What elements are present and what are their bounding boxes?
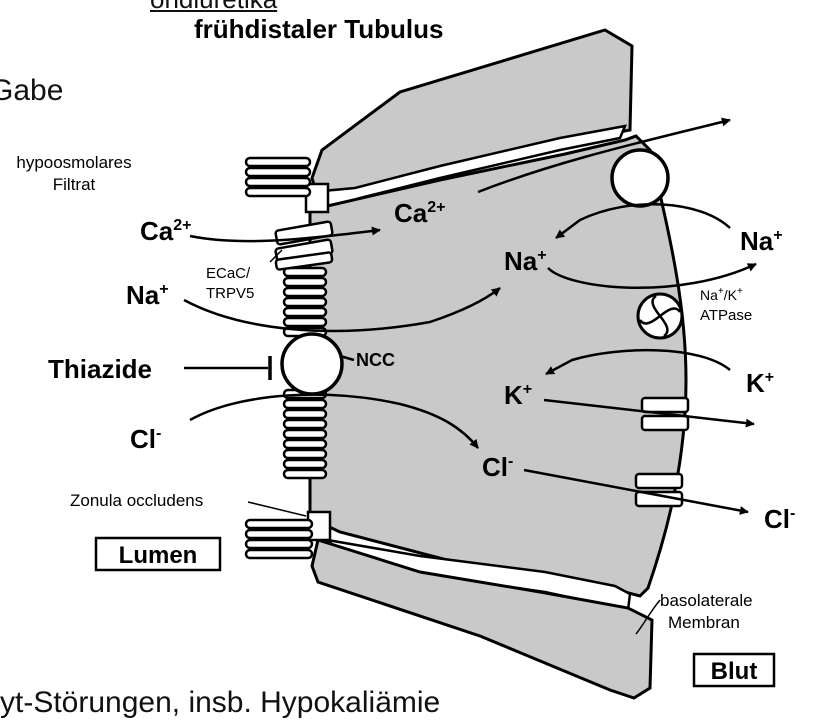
zonula-occludens-label: Zonula occludens xyxy=(70,491,203,510)
cl-channel xyxy=(634,472,684,508)
microvilli-upper xyxy=(244,156,312,198)
na-k-atpase xyxy=(636,292,684,340)
diagram-title: frühdistaler Tubulus xyxy=(194,14,443,44)
basolateral-leader-line xyxy=(635,599,661,635)
arrow-cl-cell-to-blood xyxy=(523,468,749,515)
ecac-leader-line xyxy=(269,249,283,263)
background-heading-fragment: ondiuretika xyxy=(150,0,277,15)
ncc-transporter xyxy=(280,332,344,396)
thiazide-label: Thiazide xyxy=(48,354,152,384)
ion-cl-cell: Cl- xyxy=(482,452,513,482)
zonula-upper-box xyxy=(304,182,330,214)
ecac-trpv5-channel xyxy=(274,220,334,271)
ion-na-blood: Na+ xyxy=(740,226,783,256)
arrow-na-cell-to-blood xyxy=(547,262,757,289)
k-channel xyxy=(640,396,690,432)
lower-neighbor-cell xyxy=(310,538,654,700)
basolateral-label-line1: basolaterale xyxy=(660,591,753,610)
ecac-label-line2: TRPV5 xyxy=(206,285,254,302)
filtrate-label-line2: Filtrat xyxy=(53,175,96,194)
ncc-leader-line xyxy=(339,354,355,362)
atpase-label-line2: ATPase xyxy=(700,307,752,324)
ion-ca-lumen: Ca2+ xyxy=(140,216,192,246)
background-bottom-fragment: yt-Störungen, insb. Hypokaliämie xyxy=(0,686,441,719)
arrow-na-lumen-to-cell xyxy=(183,287,501,333)
ion-ca-cell: Ca2+ xyxy=(394,198,446,228)
ion-k-blood: K+ xyxy=(746,368,774,398)
arrow-ca-cell-to-blood xyxy=(477,117,731,194)
ncc-label: NCC xyxy=(356,350,395,370)
basolateral-pump-top xyxy=(610,148,670,208)
basolateral-label-line2: Membran xyxy=(668,613,740,632)
lumen-box xyxy=(94,536,222,572)
ion-na-cell: Na+ xyxy=(504,246,547,276)
microvilli-lower xyxy=(244,518,314,560)
background-left-fragment: Gabe xyxy=(0,74,64,107)
ion-cl-lumen: Cl- xyxy=(130,424,161,454)
ion-na-lumen: Na+ xyxy=(126,280,169,310)
filtrate-label-line1: hypoosmolares xyxy=(16,153,131,172)
arrow-cl-lumen-to-cell xyxy=(189,393,479,449)
blood-label: Blut xyxy=(711,658,758,685)
arrow-k-cell-to-blood xyxy=(543,398,755,428)
arrow-na-blood-to-cell xyxy=(555,203,731,239)
ion-k-cell: K+ xyxy=(504,380,532,410)
arrow-k-blood-to-cell xyxy=(545,348,731,376)
atpase-label-line1: Na+/K+ xyxy=(700,286,743,303)
ecac-label-line1: ECaC/ xyxy=(206,265,251,282)
zonula-leader-line xyxy=(247,501,307,517)
blood-box xyxy=(692,652,776,688)
ion-cl-blood: Cl- xyxy=(764,504,795,534)
lumen-label: Lumen xyxy=(119,542,198,569)
arrow-ca-lumen-to-cell xyxy=(189,226,381,243)
